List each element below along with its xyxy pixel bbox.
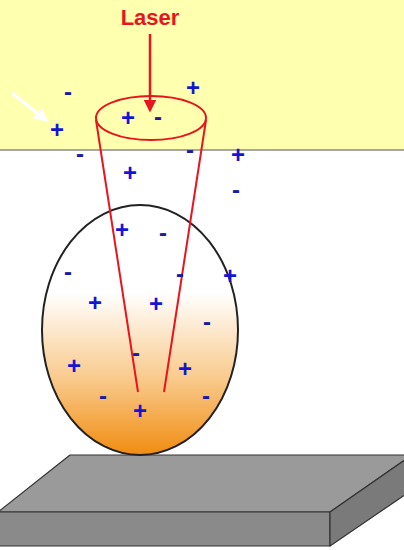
charge-sign: +: [231, 143, 245, 167]
charge-sign: +: [115, 218, 129, 242]
laser-cone: [96, 96, 206, 392]
charge-sign: -: [64, 260, 72, 284]
charge-sign: +: [50, 118, 64, 142]
pointer-arrow: [12, 93, 46, 120]
charge-sign: -: [202, 384, 210, 408]
charge-sign: +: [123, 161, 137, 185]
charge-sign: -: [76, 142, 84, 166]
yellow-phase: [0, 0, 404, 150]
charge-sign: -: [99, 384, 107, 408]
charge-sign: +: [178, 357, 192, 381]
charge-sign: +: [223, 264, 237, 288]
charge-sign: -: [159, 221, 167, 245]
charge-sign: +: [88, 291, 102, 315]
charge-sign: -: [64, 80, 72, 104]
substrate-slab: [0, 455, 404, 546]
charge-sign: +: [186, 76, 200, 100]
charge-sign: -: [176, 262, 184, 286]
charge-sign: +: [121, 106, 135, 130]
droplet: [42, 205, 238, 455]
charge-sign: -: [154, 105, 162, 129]
charge-sign: -: [186, 138, 194, 162]
laser-label: Laser: [121, 7, 180, 29]
laser-arrow: [149, 34, 152, 110]
charge-sign: -: [203, 310, 211, 334]
charge-sign: -: [232, 178, 240, 202]
charge-sign: +: [133, 399, 147, 423]
charge-sign: -: [132, 341, 140, 365]
charge-sign: +: [149, 292, 163, 316]
charge-sign: +: [67, 354, 81, 378]
